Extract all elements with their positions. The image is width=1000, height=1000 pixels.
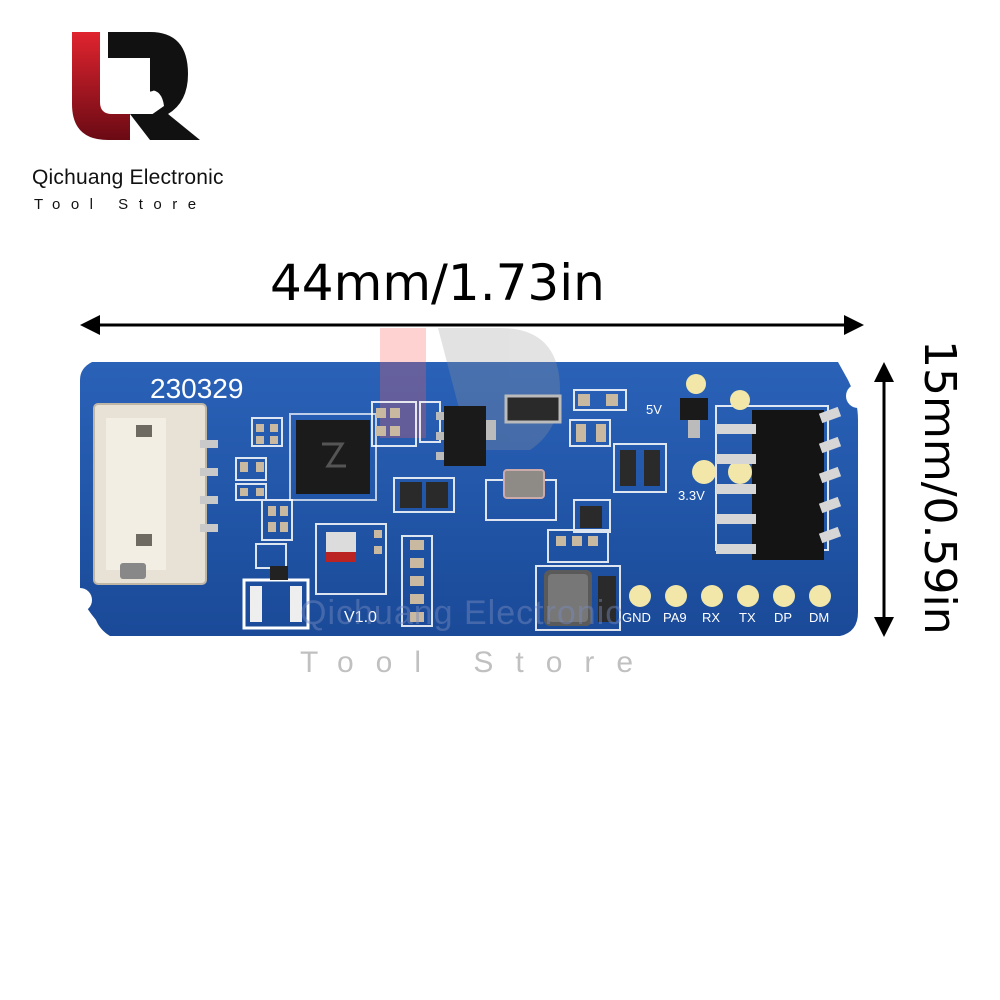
- pin-label-pa9: PA9: [663, 610, 687, 625]
- inductor: [544, 570, 616, 626]
- label-3v3: 3.3V: [678, 488, 705, 503]
- watermark-brand: Qichuang Electronic: [300, 594, 624, 632]
- brand-name: Qichuang Electronic: [32, 166, 224, 189]
- test-point: [686, 374, 706, 394]
- smd-pads: [240, 394, 618, 622]
- crystal-oscillator: [503, 469, 545, 499]
- button-footprint: [242, 566, 310, 630]
- test-point: [730, 390, 750, 410]
- jst-connector: [93, 403, 218, 585]
- main-ic-chip: [289, 413, 377, 501]
- led-mark: [326, 552, 356, 562]
- test-point: [728, 460, 752, 484]
- version-label: V1.0: [344, 609, 377, 626]
- smd-resistors: [400, 450, 660, 528]
- regulator-chip: [436, 406, 496, 466]
- pin-label-tx: TX: [739, 610, 756, 625]
- pin-header: [716, 406, 842, 560]
- width-dimension-label: 44mm/1.73in: [270, 254, 605, 312]
- brand-subtitle: Tool Store: [34, 196, 207, 213]
- capacitor: [504, 394, 562, 424]
- label-5v: 5V: [646, 402, 662, 417]
- width-arrow: [80, 315, 864, 335]
- diode: [680, 398, 708, 438]
- height-arrow: [874, 362, 894, 637]
- test-point: [692, 460, 716, 484]
- lq-logo-icon: [72, 32, 200, 140]
- led: [326, 532, 356, 554]
- gold-pads: [629, 585, 831, 607]
- pin-label-dp: DP: [774, 610, 793, 625]
- pin-label-dm: DM: [809, 610, 830, 625]
- date-code: 230329: [150, 373, 243, 404]
- pin-label-rx: RX: [702, 610, 721, 625]
- watermark-subtitle: Tool Store: [300, 646, 656, 679]
- pin-label-gnd: GND: [622, 610, 651, 625]
